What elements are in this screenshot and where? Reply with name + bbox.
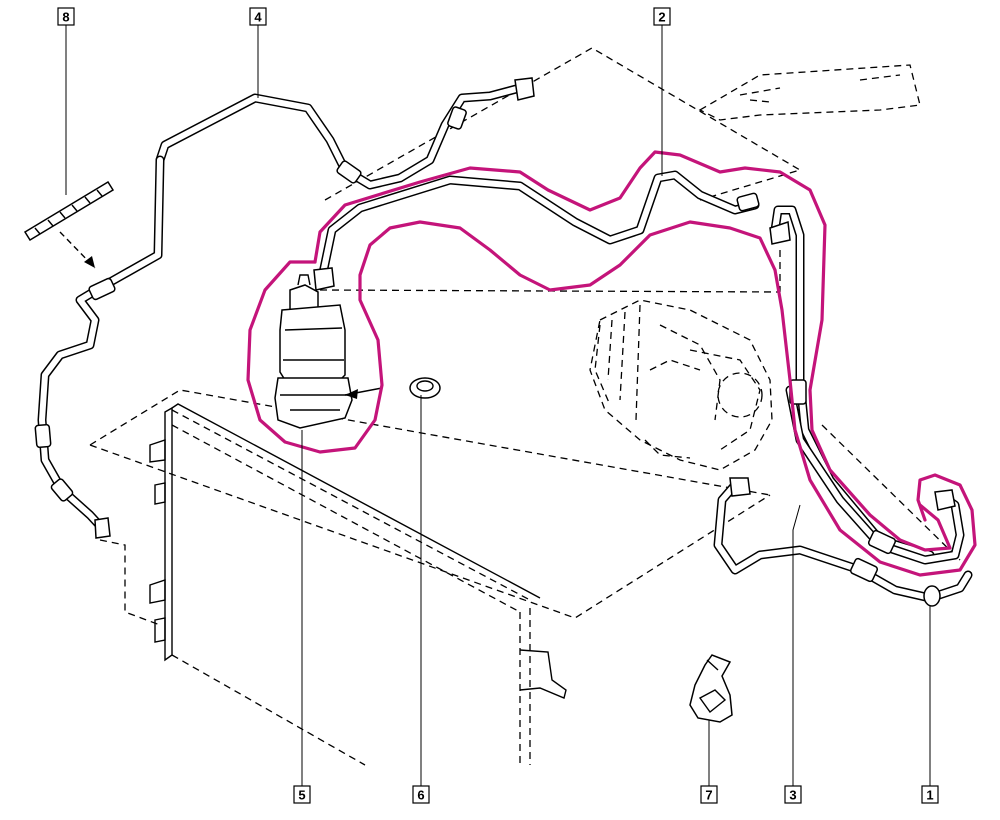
callout-label: 3 <box>789 788 796 803</box>
condenser <box>149 403 567 766</box>
dehydrator-bottle <box>274 274 353 429</box>
highlight-outline-main <box>313 150 952 552</box>
callout-5: 5 <box>293 785 311 804</box>
callout-label: 1 <box>926 788 933 803</box>
pipe-1 <box>713 477 973 607</box>
compressor <box>589 299 773 471</box>
callout-7: 7 <box>700 785 718 804</box>
callout-label: 2 <box>658 10 665 25</box>
leader-lines <box>65 25 931 786</box>
pipe-3 <box>769 205 965 565</box>
callout-3: 3 <box>784 785 802 804</box>
callout-label: 6 <box>417 788 424 803</box>
engine-bay-outline <box>89 47 961 626</box>
callout-4: 4 <box>249 7 267 26</box>
callout-8: 8 <box>57 7 75 26</box>
callout-label: 7 <box>705 788 712 803</box>
callout-label: 8 <box>62 10 69 25</box>
highlight-outline-inner <box>246 220 777 454</box>
callout-label: 4 <box>254 10 262 25</box>
callout-6: 6 <box>412 785 430 804</box>
callout-label: 5 <box>298 788 305 803</box>
callout-1: 1 <box>921 785 939 804</box>
pipe-4 <box>34 77 535 539</box>
valve-tool <box>23 180 115 269</box>
highlight-outline-right <box>773 268 977 577</box>
callout-2: 2 <box>653 7 671 26</box>
parts-bag <box>689 654 733 723</box>
pipe-2 <box>313 170 760 291</box>
seal-ring <box>344 377 441 399</box>
